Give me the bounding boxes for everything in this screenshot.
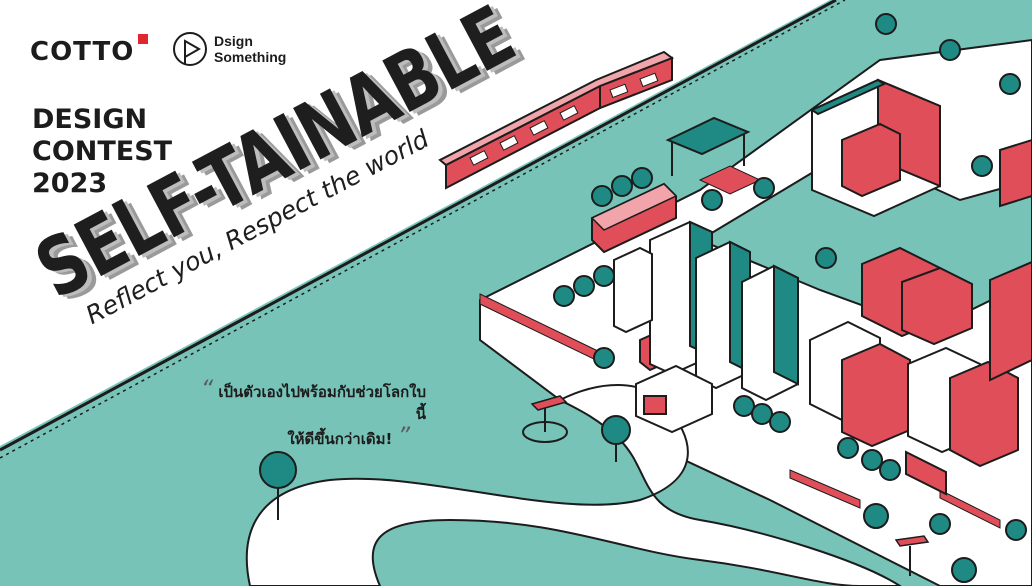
bus-stop (665, 116, 751, 176)
dsign-line: Dsign (214, 33, 253, 49)
cotto-logo: COTTO (30, 34, 149, 67)
something-line: Something (214, 49, 287, 65)
cotto-red-square (138, 34, 149, 44)
cotto-wordmark: COTTO (30, 37, 135, 67)
train (438, 50, 675, 190)
rail-embankment (0, 0, 837, 452)
tree-island (522, 395, 568, 443)
cotto-brand: COTTO (30, 30, 149, 74)
quote-open-mark: “ (200, 375, 214, 403)
play-circle-icon (173, 32, 207, 66)
garage (635, 364, 713, 434)
trees (259, 13, 1027, 583)
thai-quote: “ เป็นตัวเองไปพร้อมกับช่วยโลกใบนี้ ให้ดี… (196, 375, 426, 450)
civic-building (809, 78, 941, 218)
curb-strips (479, 165, 1001, 529)
bus-3 (905, 450, 947, 496)
tower-cluster (613, 220, 799, 402)
signpost (894, 535, 930, 576)
dsign-something-logo: Dsign Something (172, 31, 286, 67)
contest-line-design: DESIGN (32, 104, 148, 135)
quote-line-1: เป็นตัวเองไปพร้อมกับช่วยโลกใบนี้ (218, 383, 426, 423)
quote-close-mark: ” (397, 422, 410, 450)
quote-line-2: ให้ดีขึ้นกว่าเดิม! (287, 430, 393, 448)
bus-1 (590, 182, 678, 254)
rail-ties (0, 0, 846, 459)
contest-line-year: 2023 (32, 168, 108, 199)
contest-line-contest: CONTEST (32, 136, 173, 167)
contest-title: DESIGN CONTEST 2023 (32, 104, 172, 200)
walkway (245, 384, 902, 586)
houses (809, 138, 1032, 468)
